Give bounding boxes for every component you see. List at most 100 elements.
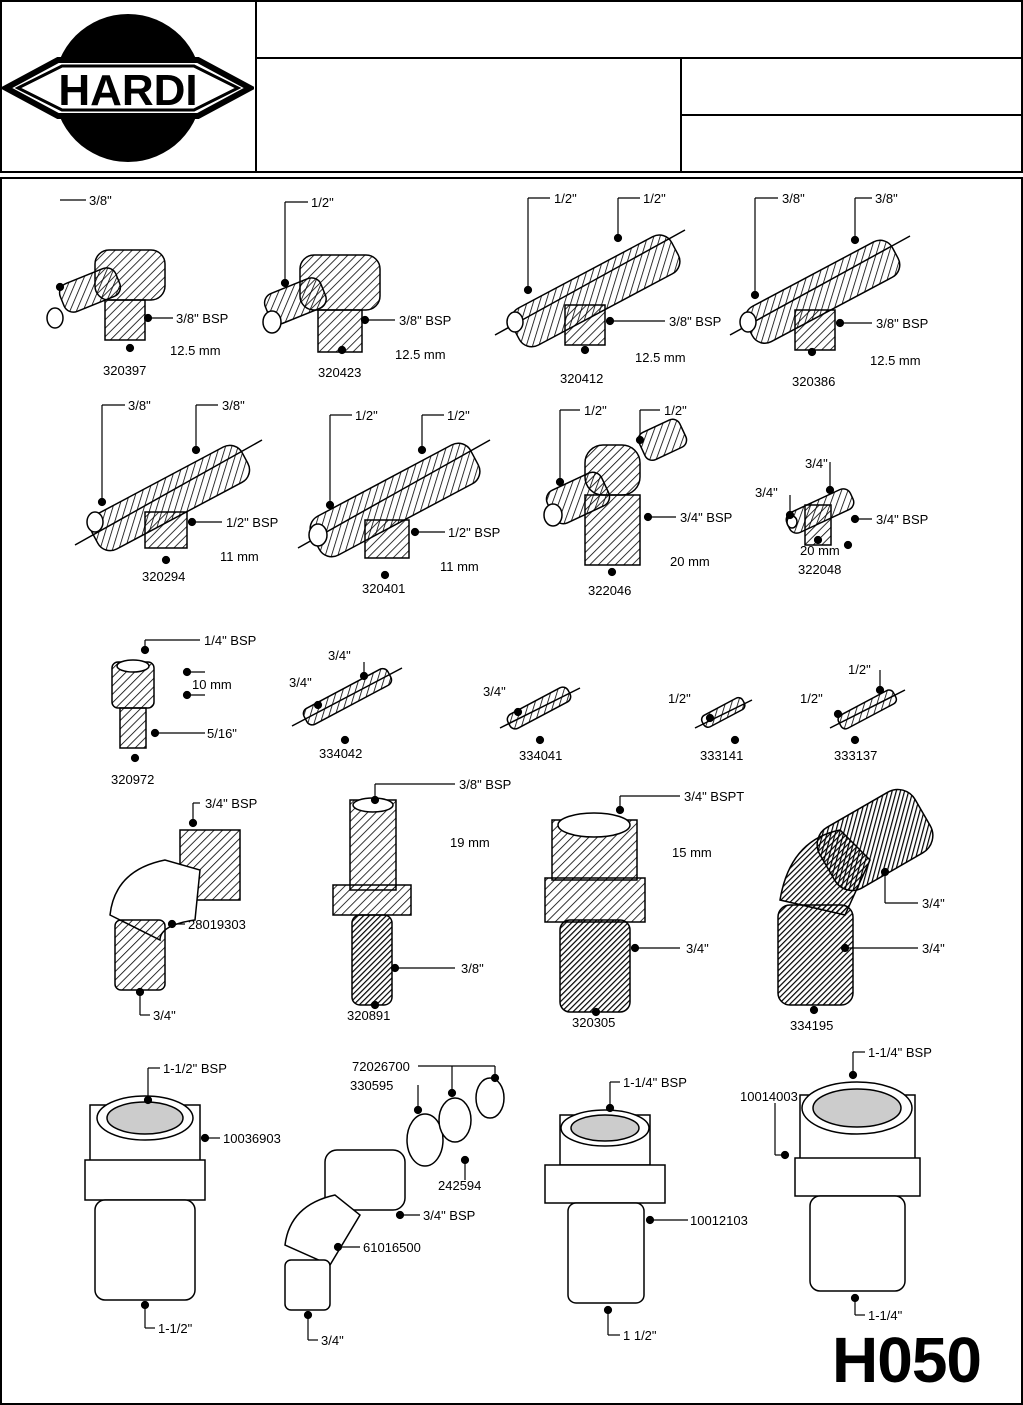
- hardi-logo-icon: HARDI: [0, 2, 257, 170]
- fitting-322046: [543, 418, 688, 566]
- r2-b-bsp: 1/2" BSP: [448, 525, 501, 540]
- r5-c-part: 10012103: [690, 1213, 748, 1228]
- r1-c-mm: 12.5 mm: [635, 350, 686, 365]
- r4-c-part: 320305: [572, 1015, 616, 1030]
- r1-c-size1: 1/2": [554, 191, 577, 206]
- r1-c-bsp: 3/8" BSP: [669, 314, 722, 329]
- r4-b-size: 3/8": [461, 961, 484, 976]
- r2-a-part: 320294: [142, 569, 186, 584]
- r3-d-size: 1/2": [668, 691, 691, 706]
- r3-b-size2: 3/4": [289, 675, 312, 690]
- fitting-320305: [544, 812, 646, 1013]
- fitting-320972: [111, 659, 155, 749]
- r5-d-bsp: 1-1/4" BSP: [868, 1045, 932, 1060]
- r5-c-bsp: 1-1/4" BSP: [623, 1075, 687, 1090]
- r5-b-part2: 330595: [350, 1078, 394, 1093]
- r2-d-size1: 3/4": [805, 456, 828, 471]
- fitting-320294: [74, 439, 263, 552]
- r2-a-size1: 3/8": [128, 398, 151, 413]
- r1-b-size: 1/2": [311, 195, 334, 210]
- r5-b-size: 3/4": [321, 1333, 344, 1348]
- brand-name: HARDI: [58, 66, 197, 115]
- r1-a-size: 3/8": [89, 193, 112, 208]
- r3-e-size2: 1/2": [800, 691, 823, 706]
- r1-d-mm: 12.5 mm: [870, 353, 921, 368]
- fitting-322048: [785, 488, 855, 546]
- r2-a-mm: 11 mm: [220, 549, 259, 564]
- r4-b-bsp: 3/8" BSP: [459, 777, 512, 792]
- header-frame: [0, 0, 1023, 173]
- r1-a-mm: 12.5 mm: [170, 343, 221, 358]
- header-divider-logo: [255, 0, 257, 173]
- r4-c-bsp: 3/4" BSPT: [684, 789, 745, 804]
- r2-d-bsp: 3/4" BSP: [876, 512, 929, 527]
- r3-c-part: 334041: [519, 748, 563, 763]
- r3-a-size: 5/16": [207, 726, 237, 741]
- fitting-334042: [291, 667, 403, 727]
- fitting-61016500: [284, 1077, 505, 1311]
- r4-a-size: 3/4": [153, 1008, 176, 1023]
- r3-e-part: 333137: [834, 748, 878, 763]
- r5-a-part: 10036903: [223, 1131, 281, 1146]
- fitting-320386: [729, 235, 911, 351]
- r3-e-size1: 1/2": [848, 662, 871, 677]
- r5-b-bsp: 3/4" BSP: [423, 1208, 476, 1223]
- r2-b-size2: 1/2": [447, 408, 470, 423]
- r4-d-size1: 3/4": [922, 896, 945, 911]
- r4-d-part: 334195: [790, 1018, 834, 1033]
- r3-a-mm: 10 mm: [192, 677, 232, 692]
- r2-c-size1: 1/2": [584, 403, 607, 418]
- fitting-333137: [829, 689, 906, 730]
- r2-b-mm: 11 mm: [440, 559, 479, 574]
- r1-b-bsp: 3/8" BSP: [399, 313, 452, 328]
- r4-c-size: 3/4": [686, 941, 709, 956]
- r4-d-size2: 3/4": [922, 941, 945, 956]
- fitting-320412: [494, 229, 686, 348]
- r3-a-bsp: 1/4" BSP: [204, 633, 257, 648]
- r3-b-part: 334042: [319, 746, 363, 761]
- r1-b-part: 320423: [318, 365, 362, 380]
- header-divider-right-mid: [680, 114, 1023, 116]
- r4-b-part: 320891: [347, 1008, 391, 1023]
- r2-c-mm: 20 mm: [670, 554, 710, 569]
- fitting-333141: [694, 696, 753, 729]
- r5-a-size: 1-1/2": [158, 1321, 193, 1336]
- fitting-320423: [262, 254, 381, 353]
- r1-d-bsp: 3/8" BSP: [876, 316, 929, 331]
- fitting-320891: [332, 797, 412, 1006]
- fitting-10012103: [544, 1109, 666, 1304]
- r1-a-bsp: 3/8" BSP: [176, 311, 229, 326]
- r1-a-part: 320397: [103, 363, 147, 378]
- fitting-10036903: [84, 1095, 206, 1301]
- r2-d-size2: 3/4": [755, 485, 778, 500]
- sheet-code: H050: [832, 1324, 982, 1396]
- r5-b-part1: 72026700: [352, 1059, 410, 1074]
- r4-a-bsp: 3/4" BSP: [205, 796, 258, 811]
- r1-d-size2: 3/8": [875, 191, 898, 206]
- drawing-frame: [0, 177, 1023, 1405]
- r1-d-part: 320386: [792, 374, 836, 389]
- r4-c-mm: 15 mm: [672, 845, 712, 860]
- r5-b-part3: 242594: [438, 1178, 482, 1193]
- fitting-28019303: [109, 829, 241, 991]
- r2-b-size1: 1/2": [355, 408, 378, 423]
- r5-d-part: 10014003: [740, 1089, 798, 1104]
- fitting-320397: [46, 249, 166, 341]
- fitting-334195: [777, 788, 934, 1006]
- r1-b-mm: 12.5 mm: [395, 347, 446, 362]
- r2-a-bsp: 1/2" BSP: [226, 515, 279, 530]
- r5-c-size: 1 1/2": [623, 1328, 657, 1343]
- r5-a-bsp: 1-1/2" BSP: [163, 1061, 227, 1076]
- r2-c-size2: 1/2": [664, 403, 687, 418]
- r2-c-bsp: 3/4" BSP: [680, 510, 733, 525]
- r3-b-size1: 3/4": [328, 648, 351, 663]
- r1-c-part: 320412: [560, 371, 604, 386]
- fitting-10014003: [794, 1081, 921, 1292]
- r5-d-size: 1-1/4": [868, 1308, 903, 1323]
- r2-d-mm: 20 mm: [800, 543, 840, 558]
- r1-c-size2: 1/2": [643, 191, 666, 206]
- r2-c-part: 322046: [588, 583, 632, 598]
- r5-b-part4: 61016500: [363, 1240, 421, 1255]
- r3-c-size: 3/4": [483, 684, 506, 699]
